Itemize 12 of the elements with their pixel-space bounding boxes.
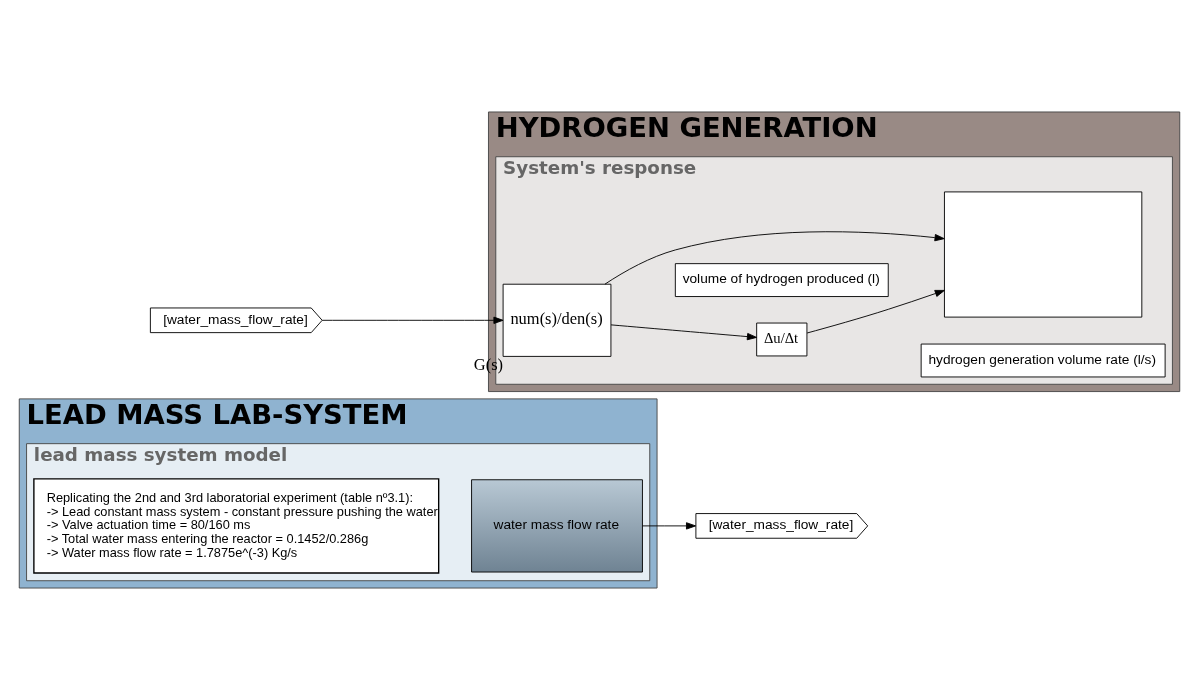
node-box: num(s)/den(s) bbox=[502, 283, 612, 357]
node-box bbox=[944, 190, 1143, 318]
node-box: hydrogen generation volume rate (l/s) bbox=[920, 343, 1166, 377]
arrow bbox=[806, 289, 945, 333]
arrow bbox=[610, 323, 757, 340]
arrow bbox=[604, 230, 945, 285]
node-box: volume of hydrogen produced (l) bbox=[674, 262, 889, 297]
node-box: Replicating the 2nd and 3rd laboratorial experiment (table nº3.1): -> Lead constant mass system - constant pressure pushing the water -> Valve actuation time = 80/160 ms -> Total water mass entering the reactor = 0.1452/0.286g -> Water mass flow rate = 1.7875e^(-3) Kg/s bbox=[33, 477, 440, 574]
arrow bbox=[642, 521, 697, 530]
node-box: Δu/Δt bbox=[756, 322, 808, 356]
arrow bbox=[321, 316, 504, 324]
node-box: water mass flow rate bbox=[471, 478, 643, 572]
